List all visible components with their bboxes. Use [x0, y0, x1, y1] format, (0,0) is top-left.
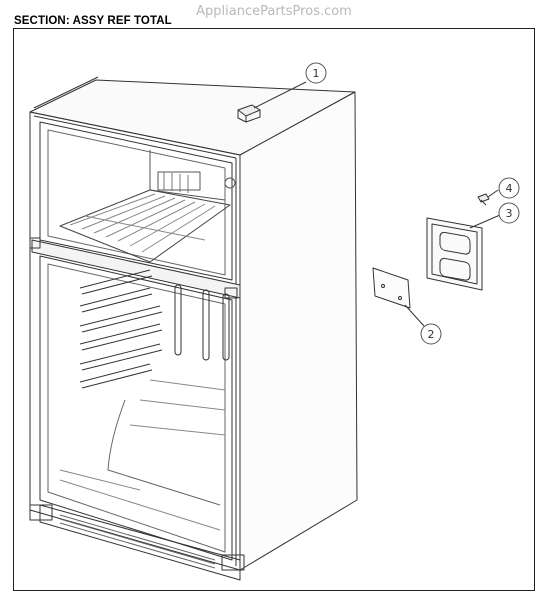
callout-circle-3: [498, 202, 520, 224]
part-3-tray: [426, 217, 483, 291]
leader-line-4: [487, 189, 499, 198]
refrigerator-cabinet: [29, 76, 358, 571]
callout-label-3: 3: [506, 207, 513, 220]
freezer-compartment: [39, 121, 236, 281]
callout-label-2: 2: [428, 328, 435, 341]
leader-line-1: [253, 81, 307, 109]
fresh-food-compartment: [39, 255, 233, 561]
section-title: SECTION: ASSY REF TOTAL: [14, 15, 172, 27]
compartment-divider: [29, 237, 241, 299]
callout-circle-1: [305, 62, 327, 84]
callout-circle-2: [420, 323, 442, 345]
base-grille: [29, 504, 245, 581]
watermark-text: AppliancePartsPros.com: [196, 4, 352, 19]
part-4-screw: [477, 193, 490, 206]
part-2-cover-plate: [372, 267, 411, 309]
diagram-frame: [13, 28, 535, 591]
leader-line-3: [469, 214, 501, 229]
callout-label-4: 4: [506, 182, 513, 195]
callout-circle-4: [498, 177, 520, 199]
leader-line-2: [404, 304, 425, 327]
callout-label-1: 1: [313, 67, 320, 80]
